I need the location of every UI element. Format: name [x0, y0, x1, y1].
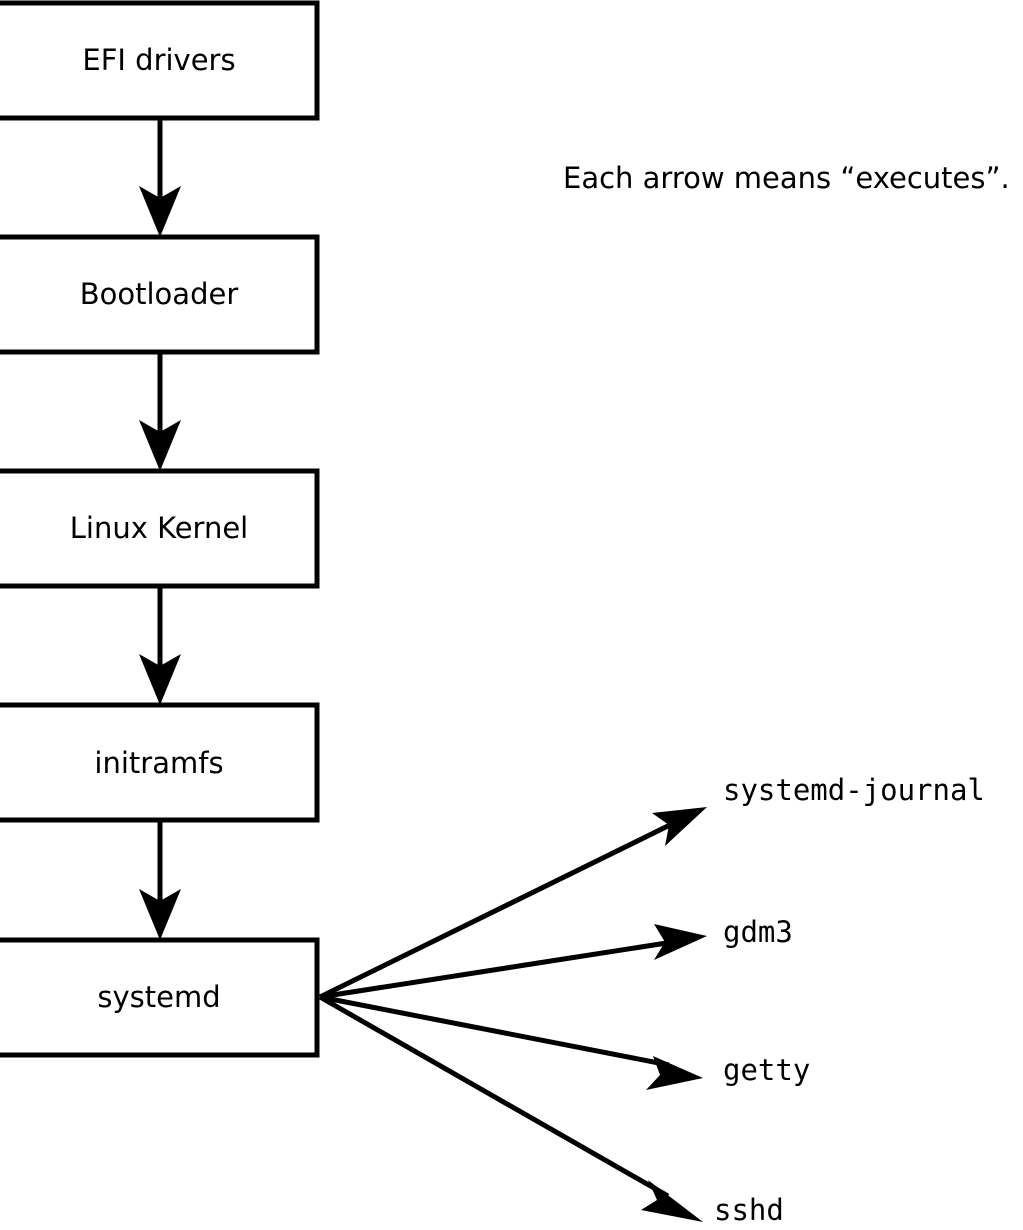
- arrow-head-icon: [646, 1056, 703, 1090]
- stage-box-bootloader[interactable]: Bootloader: [0, 234, 320, 355]
- arrow-head-icon: [654, 924, 707, 960]
- edge-systemd-to-getty: [319, 994, 703, 1090]
- edge-systemd-to-systemd-journal: [318, 807, 707, 1000]
- legend-text: Each arrow means “executes”.: [563, 161, 1010, 195]
- edge-efi-to-bootloader: [139, 118, 181, 237]
- arrow-head-icon: [139, 654, 181, 705]
- stage-box-efi-drivers[interactable]: EFI drivers: [0, 0, 320, 121]
- edge-bootloader-to-kernel: [139, 353, 181, 471]
- edge-systemd-to-gdm3: [319, 924, 707, 1000]
- stage-box-linux-kernel[interactable]: Linux Kernel: [0, 468, 320, 589]
- arrow-head-icon: [139, 889, 181, 940]
- stage-box-initramfs[interactable]: initramfs: [0, 702, 320, 823]
- process-label-gdm3: gdm3: [723, 915, 793, 949]
- process-label-getty: getty: [723, 1053, 810, 1087]
- edge-systemd-to-sshd: [318, 994, 703, 1222]
- process-label-systemd-journal: systemd-journal: [723, 773, 985, 807]
- arrow-head-icon: [641, 1180, 703, 1222]
- arrow-head-icon: [652, 807, 707, 846]
- stage-label-efi-drivers: EFI drivers: [82, 43, 235, 77]
- arrow-head-icon: [139, 420, 181, 471]
- stage-label-linux-kernel: Linux Kernel: [70, 511, 248, 545]
- stage-box-systemd[interactable]: systemd: [0, 937, 320, 1058]
- process-label-sshd: sshd: [714, 1193, 784, 1227]
- stage-label-initramfs: initramfs: [94, 746, 223, 780]
- stage-label-bootloader: Bootloader: [80, 277, 239, 311]
- stage-label-systemd: systemd: [97, 980, 220, 1014]
- arrow-head-icon: [139, 186, 181, 237]
- edge-kernel-to-initramfs: [139, 588, 181, 705]
- edge-initramfs-to-systemd: [139, 822, 181, 940]
